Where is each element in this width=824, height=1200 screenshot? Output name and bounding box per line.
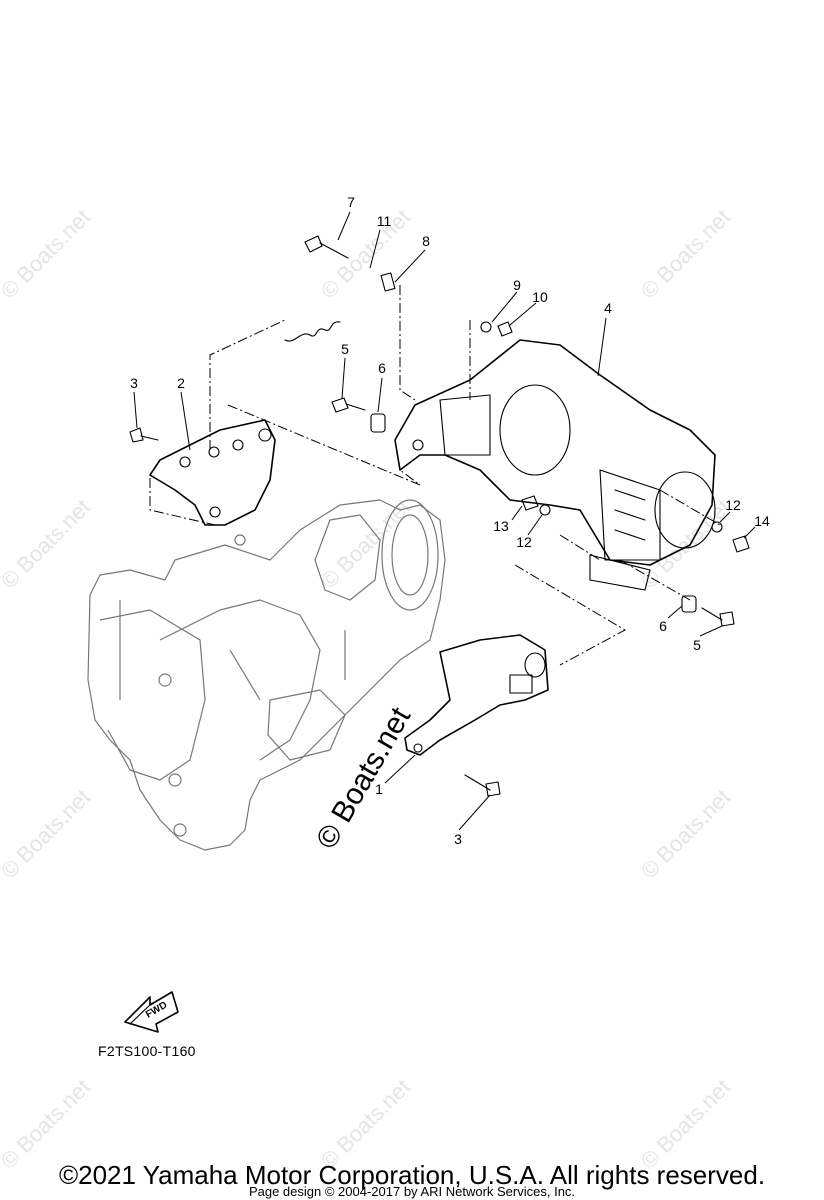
assembly-lines — [149, 285, 721, 666]
background-watermarks: © Boats.net © Boats.net © Boats.net © Bo… — [0, 204, 735, 1173]
callout-7: 7 — [347, 194, 355, 210]
watermark-text: © Boats.net — [636, 1074, 735, 1173]
callout-6: 6 — [378, 360, 386, 376]
diagram-reference-code: F2TS100-T160 — [98, 1043, 196, 1059]
watermark-text: © Boats.net — [0, 204, 95, 303]
callout-13: 13 — [493, 518, 509, 534]
watermark-text: © Boats.net — [0, 494, 95, 593]
fwd-label: FWD — [144, 1000, 169, 1021]
callout-10: 10 — [532, 289, 548, 305]
fwd-arrow-icon: FWD — [124, 991, 179, 1033]
watermark-text: © Boats.net — [0, 1074, 95, 1173]
watermark-text: © Boats.net — [316, 1074, 415, 1173]
callout-1: 1 — [375, 781, 383, 797]
watermark-text: © Boats.net — [636, 494, 735, 593]
watermark-text: © Boats.net — [636, 204, 735, 303]
engine-assembly-drawing — [87, 499, 446, 851]
watermark-text: © Boats.net — [316, 494, 415, 593]
callout-3: 3 — [454, 831, 462, 847]
callout-3: 3 — [130, 375, 138, 391]
fasteners — [129, 235, 750, 797]
callout-14: 14 — [754, 513, 770, 529]
part-1-bracket — [404, 634, 549, 756]
callout-12: 12 — [516, 534, 532, 550]
callout-9: 9 — [513, 277, 521, 293]
callout-5: 5 — [693, 637, 701, 653]
callout-11: 11 — [377, 213, 392, 229]
callout-12: 12 — [725, 497, 741, 513]
leader-lines — [133, 211, 756, 831]
callout-5: 5 — [341, 341, 349, 357]
callout-labels: 7 11 8 9 10 4 5 6 3 2 12 14 13 12 6 5 1 … — [130, 194, 770, 847]
watermark-text: © Boats.net — [636, 784, 735, 883]
part-2-bracket — [149, 419, 276, 526]
copyright-notice: ©2021 Yamaha Motor Corporation, U.S.A. A… — [58, 1160, 766, 1190]
page-design-credit: Page design © 2004-2017 by ARI Network S… — [248, 1184, 576, 1199]
callout-4: 4 — [604, 300, 612, 316]
callout-2: 2 — [177, 375, 185, 391]
callout-6: 6 — [659, 618, 667, 634]
callout-8: 8 — [422, 233, 430, 249]
part-4-casing — [394, 339, 716, 591]
watermark-text: © Boats.net — [0, 784, 95, 883]
